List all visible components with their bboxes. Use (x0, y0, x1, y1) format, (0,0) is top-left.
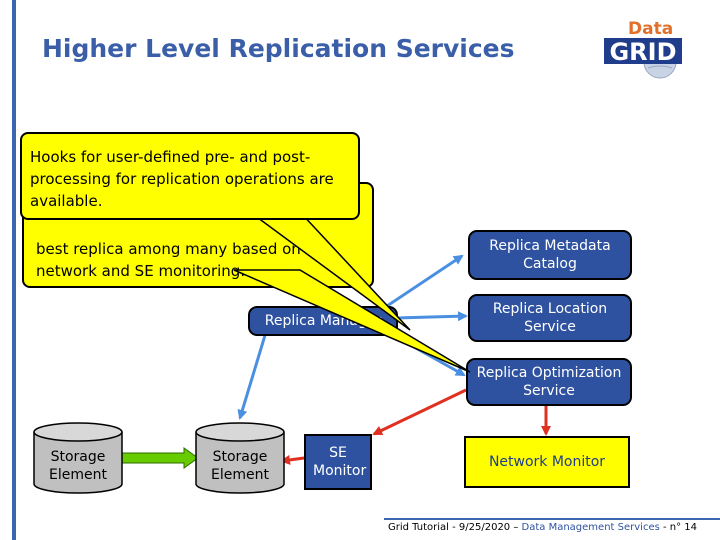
logo-main-text: GRID (609, 38, 676, 66)
arrow-se-monitor-to-storage (280, 454, 305, 465)
replica-manager-label: Replica Manager (264, 313, 382, 329)
datagrid-logo: Data GRID (604, 19, 682, 79)
storage-element-left-label: Storage Element (49, 449, 107, 483)
storage-element-left-cylinder (33, 422, 123, 494)
callout-back-line-2: network and SE monitoring. (36, 262, 246, 280)
replica-location-service-label: Replica Location Service (492, 301, 608, 335)
footer-prefix: Grid Tutorial - 9/25/2020 – (388, 522, 522, 533)
callout-back-line-1: best replica among many based on (36, 240, 301, 258)
page-title: Higher Level Replication Services (42, 34, 515, 63)
callout-front-text: Hooks for user-defined pre- and post-pro… (30, 148, 334, 210)
arrow-to-metadata-catalog (377, 254, 464, 314)
replica-metadata-catalog-label: Replica Metadata Catalog (489, 238, 611, 272)
footer-link: Data Management Services (521, 522, 660, 533)
arrow-to-location-service (395, 311, 468, 322)
replica-optimization-service-label: Replica Optimization Service (476, 365, 622, 399)
footer-suffix: - n° 14 (659, 522, 698, 533)
replica-metadata-catalog-box: Replica Metadata Catalog (468, 230, 632, 280)
footer-rule (384, 518, 720, 520)
arrow-to-storage-element (237, 331, 268, 420)
storage-element-right-label: Storage Element (211, 449, 269, 483)
logo-top-text: Data (628, 19, 673, 39)
left-accent-bar (12, 0, 16, 540)
replica-optimization-service-box: Replica Optimization Service (466, 358, 632, 406)
se-monitor-label: SE Monitor (313, 445, 367, 479)
replica-manager-box: Replica Manager (248, 306, 398, 336)
network-monitor-box: Network Monitor (464, 436, 630, 488)
pre-post-processing-callout: Hooks for user-defined pre- and post-pro… (20, 132, 360, 220)
replica-location-service-box: Replica Location Service (468, 294, 632, 342)
storage-element-right-cylinder (195, 422, 285, 494)
footer: Grid Tutorial - 9/25/2020 – Data Managem… (388, 522, 697, 533)
se-monitor-box: SE Monitor (304, 434, 372, 490)
network-monitor-label: Network Monitor (488, 454, 606, 470)
arrow-to-se-monitor (372, 388, 467, 436)
